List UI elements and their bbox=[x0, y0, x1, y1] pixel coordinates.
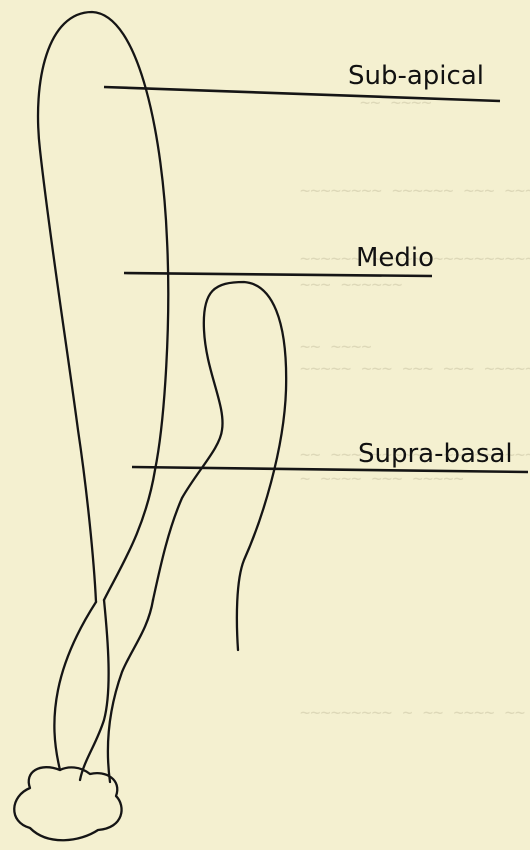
svg-text:~~~~~ ~~~ ~~~ ~~~ ~~~~~~~~~: ~~~~~ ~~~ ~~~ ~~~ ~~~~~~~~~ bbox=[300, 359, 530, 379]
svg-text:~~~~~~~~ ~~~~~~ ~~~ ~~~ ~~~: ~~~~~~~~ ~~~~~~ ~~~ ~~~ ~~~ bbox=[300, 181, 530, 201]
bleed-through-text: ~~ ~~~~ ~~~~~~~~ ~~~~~~ ~~~ ~~~ ~~~ ~~~~… bbox=[300, 93, 530, 723]
svg-text:~~~ ~~~~~~: ~~~ ~~~~~~ bbox=[300, 275, 402, 295]
medio-label: Medio bbox=[356, 243, 434, 273]
supra-basal-label: Supra-basal bbox=[358, 439, 513, 469]
svg-text:~~ ~~~~: ~~ ~~~~ bbox=[300, 337, 372, 357]
secondary-shoot-outline bbox=[153, 282, 286, 650]
stem-right-outline bbox=[108, 600, 153, 782]
sub-apical-label: Sub-apical bbox=[348, 61, 484, 91]
basal-bulb-outline bbox=[14, 767, 121, 840]
stem-left-outline bbox=[54, 602, 96, 770]
svg-text:~~~~~~~~~ ~ ~~ ~~~~ ~~ ~~~: ~~~~~~~~~ ~ ~~ ~~~~ ~~ ~~~ bbox=[300, 703, 530, 723]
main-shoot-outline bbox=[38, 12, 168, 602]
stem-middle-outline bbox=[80, 600, 109, 780]
medio-line bbox=[124, 273, 432, 276]
